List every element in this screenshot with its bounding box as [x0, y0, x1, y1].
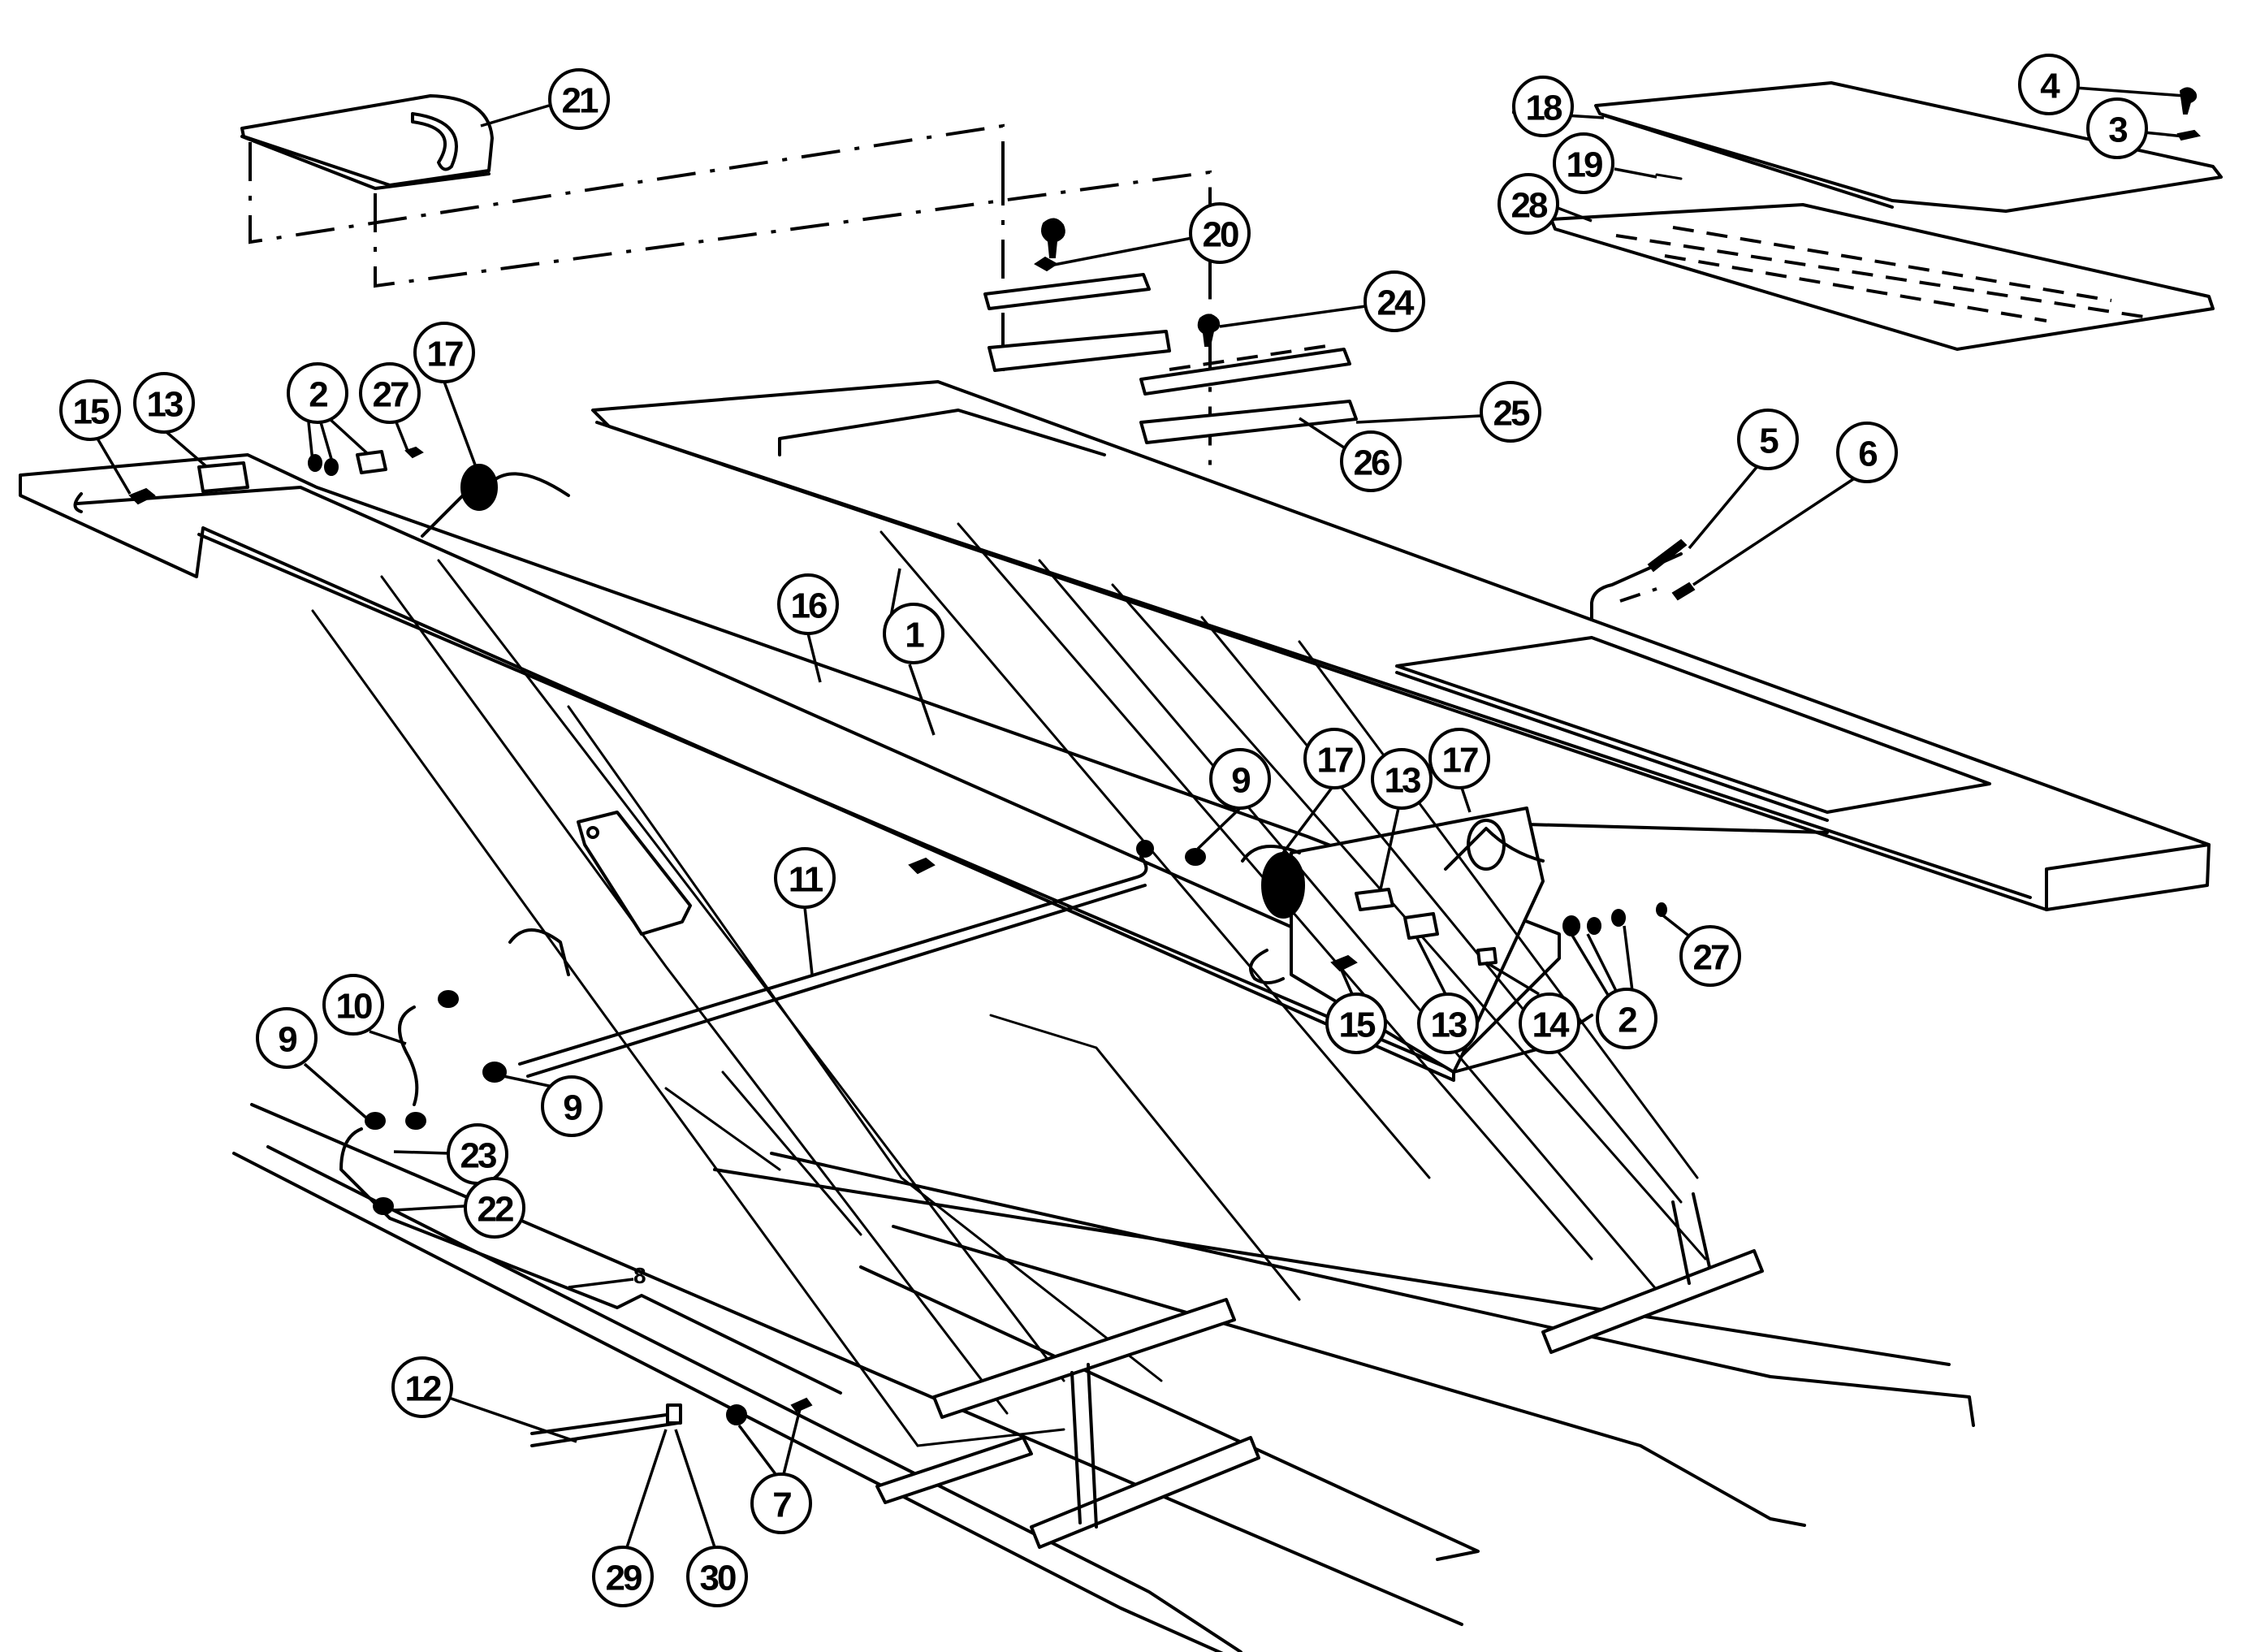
callout-21: 21 [548, 68, 610, 130]
svg-text:9: 9 [1231, 761, 1250, 801]
callouts: 21 20 24 25 26 18 19 28 4 3 5 6 15 13 2 … [59, 54, 2148, 1607]
svg-text:27: 27 [373, 375, 408, 415]
svg-text:13: 13 [1431, 1005, 1467, 1045]
callout-7: 7 [750, 1473, 812, 1534]
svg-text:21: 21 [562, 81, 599, 121]
svg-text:3: 3 [2108, 110, 2127, 150]
svg-text:13: 13 [147, 385, 183, 425]
part-4-screw [2179, 87, 2198, 115]
callout-10: 10 [322, 974, 384, 1036]
callout-4: 4 [2018, 54, 2080, 115]
projection-line [374, 170, 1212, 479]
callout-9-lower: 9 [541, 1075, 603, 1137]
callout-13-right: 13 [1417, 992, 1479, 1054]
part-5-6-handle [1590, 538, 1696, 666]
part-17-cable-coil [421, 464, 1545, 919]
svg-text:22: 22 [478, 1190, 513, 1230]
svg-text:19: 19 [1567, 145, 1602, 185]
callout-27-right: 27 [1679, 925, 1741, 987]
svg-text:25: 25 [1493, 394, 1530, 434]
callout-2-right: 2 [1596, 988, 1657, 1049]
svg-text:17: 17 [1442, 741, 1478, 781]
scissor-arms [311, 522, 1707, 1447]
callout-1: 1 [883, 603, 944, 664]
callout-17-center: 17 [1303, 728, 1365, 789]
part-24-26-strips [1139, 314, 1358, 444]
svg-text:17: 17 [427, 335, 463, 374]
runway-left [19, 453, 1561, 1082]
part-28-perforated-plate [1549, 203, 2215, 351]
callout-5: 5 [1737, 409, 1799, 470]
svg-text:29: 29 [606, 1559, 642, 1598]
svg-text:15: 15 [73, 392, 110, 432]
hardware-blobs [128, 446, 1668, 1447]
svg-text:28: 28 [1511, 186, 1548, 226]
svg-text:6: 6 [1858, 435, 1877, 474]
svg-text:24: 24 [1377, 283, 1415, 323]
svg-text:23: 23 [460, 1136, 496, 1176]
leader-lines [96, 86, 2185, 1548]
callout-23: 23 [447, 1123, 508, 1185]
svg-text:17: 17 [1317, 741, 1353, 781]
label-8: 8 [633, 1263, 646, 1288]
svg-text:2: 2 [309, 375, 327, 415]
svg-text:7: 7 [772, 1486, 791, 1525]
svg-text:15: 15 [1339, 1005, 1376, 1045]
callout-17-left: 17 [413, 322, 475, 383]
svg-text:10: 10 [336, 987, 372, 1027]
svg-text:20: 20 [1203, 215, 1238, 255]
callout-2-left: 2 [287, 362, 348, 424]
callout-18: 18 [1512, 76, 1574, 137]
svg-text:9: 9 [563, 1088, 581, 1128]
callout-11: 11 [774, 847, 836, 909]
svg-text:14: 14 [1532, 1005, 1570, 1045]
callout-3: 3 [2086, 97, 2148, 159]
svg-text:30: 30 [700, 1559, 736, 1598]
part-21-pad [240, 94, 494, 190]
callout-27-left: 27 [359, 362, 421, 424]
callout-14: 14 [1519, 992, 1580, 1054]
svg-text:11: 11 [789, 860, 823, 900]
callout-28: 28 [1498, 173, 1559, 235]
callout-26: 26 [1340, 430, 1402, 492]
svg-text:9: 9 [278, 1020, 296, 1060]
callout-17-right: 17 [1428, 728, 1490, 789]
callout-24: 24 [1364, 270, 1425, 332]
callout-25: 25 [1480, 381, 1541, 443]
svg-text:5: 5 [1759, 422, 1778, 461]
svg-text:18: 18 [1526, 89, 1562, 128]
callout-15-left: 15 [59, 379, 121, 441]
part-strip-upper [983, 273, 1171, 372]
callout-22: 22 [464, 1177, 525, 1239]
hydraulic-lines [339, 840, 1207, 1395]
svg-text:13: 13 [1385, 761, 1420, 801]
callout-12: 12 [391, 1356, 453, 1418]
svg-text:1: 1 [905, 616, 924, 655]
callout-9-left: 9 [256, 1007, 318, 1069]
svg-text:16: 16 [791, 586, 827, 626]
callout-15-right: 15 [1325, 992, 1387, 1054]
callout-13-center: 13 [1371, 748, 1433, 810]
svg-text:2: 2 [1618, 1001, 1636, 1040]
callout-19: 19 [1553, 132, 1614, 194]
svg-text:4: 4 [2040, 67, 2060, 106]
svg-text:27: 27 [1693, 938, 1729, 978]
runway-right [591, 380, 2211, 911]
base-frame [232, 1103, 1975, 1652]
callout-16: 16 [777, 573, 839, 635]
callout-29: 29 [592, 1546, 654, 1607]
callout-30: 30 [686, 1546, 748, 1607]
svg-text:26: 26 [1354, 443, 1389, 483]
svg-text:12: 12 [405, 1369, 441, 1409]
callout-6: 6 [1836, 422, 1898, 483]
callout-9-center: 9 [1209, 748, 1271, 810]
callout-13-left: 13 [133, 372, 195, 434]
part-18-cover-plate [1594, 81, 2223, 213]
part-19-rivet [1655, 173, 1683, 180]
hydraulic-cylinder [508, 811, 692, 976]
projection-line [249, 123, 1005, 244]
callout-20: 20 [1189, 202, 1251, 264]
